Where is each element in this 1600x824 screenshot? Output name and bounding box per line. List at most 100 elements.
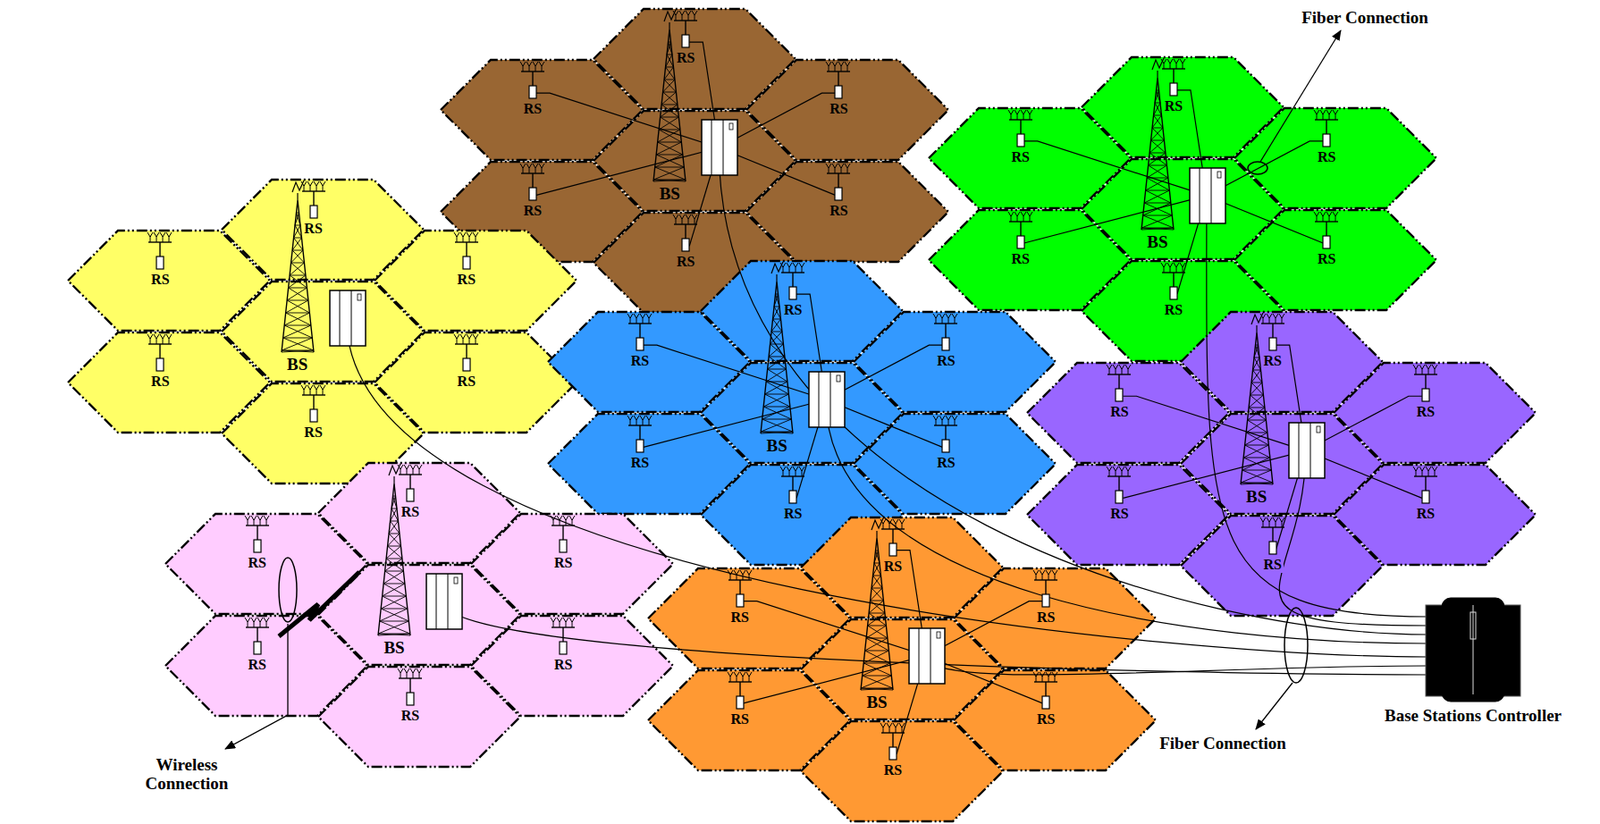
stroke	[1252, 370, 1262, 383]
stroke	[770, 331, 783, 345]
hex-cell	[1080, 158, 1285, 261]
antenna-element	[251, 617, 257, 623]
stroke	[767, 369, 788, 382]
antenna-element	[520, 61, 526, 67]
rs-label: RS	[399, 707, 422, 725]
stroke	[1251, 382, 1263, 384]
stroke	[383, 583, 405, 585]
antenna-element	[1313, 109, 1320, 115]
text-wrap: RS	[1414, 404, 1437, 421]
stroke	[1149, 151, 1166, 153]
antenna-element	[951, 415, 958, 421]
antenna-element	[1272, 313, 1279, 319]
stroke	[1244, 445, 1269, 447]
bs-label: BS	[381, 639, 406, 658]
stroke	[663, 79, 675, 93]
rs-cell: RS	[317, 665, 522, 768]
stroke	[563, 525, 565, 540]
text-wrap: RS	[1261, 353, 1283, 370]
signal-mark	[771, 261, 784, 274]
hex-outline	[800, 721, 1003, 822]
stroke	[1143, 214, 1173, 216]
stroke	[760, 431, 793, 434]
stroke	[1045, 580, 1047, 595]
text-wrap: RS	[1009, 149, 1031, 166]
stroke	[1248, 407, 1266, 421]
stroke	[892, 529, 893, 544]
stroke	[765, 394, 790, 396]
signal-mark	[1152, 58, 1164, 70]
rs-cell: RS	[373, 229, 578, 332]
bs-cell: BS	[220, 280, 425, 383]
antenna-element	[1112, 364, 1119, 370]
antenna-element	[633, 313, 640, 319]
antenna-element	[416, 668, 422, 674]
antenna-element	[1027, 109, 1033, 115]
antenna-element	[472, 334, 479, 339]
stroke	[863, 650, 889, 664]
stroke	[1240, 482, 1273, 484]
text-wrap: RS	[522, 101, 544, 118]
stroke	[393, 476, 395, 484]
antenna-element	[1027, 211, 1033, 217]
text-wrap: Fiber Connection	[1299, 8, 1431, 28]
antenna-element	[679, 214, 685, 219]
stroke	[296, 193, 298, 201]
rs-cell: RS	[1332, 463, 1537, 566]
text-wrap: RS	[1315, 251, 1338, 268]
antenna-element	[251, 515, 257, 521]
stroke	[768, 356, 785, 358]
leader-line	[1255, 682, 1293, 730]
antenna-element	[147, 232, 153, 237]
rs-cell: RS	[1080, 56, 1285, 159]
rs-label: RS	[1162, 98, 1185, 115]
antenna-element	[799, 262, 805, 268]
rs-label: RS	[782, 505, 804, 523]
cabinet-light	[454, 577, 458, 584]
stroke	[386, 558, 404, 572]
bs-cabinet	[1288, 422, 1325, 479]
stroke	[775, 294, 779, 295]
bs-label: BS	[1145, 233, 1170, 253]
relay-box	[682, 238, 690, 252]
stroke	[294, 212, 299, 226]
antenna-element	[685, 214, 691, 219]
stroke	[289, 262, 304, 276]
antenna-element	[1279, 313, 1285, 319]
stroke	[1019, 221, 1021, 236]
relay-box	[1170, 286, 1178, 300]
antenna-element	[825, 163, 832, 169]
stroke	[665, 67, 675, 80]
antenna-element	[746, 570, 752, 575]
rs-cell: RS	[1080, 260, 1285, 363]
stroke	[760, 431, 793, 434]
stroke	[286, 287, 307, 301]
rs-cell: RS	[317, 462, 522, 565]
bs-symbol	[592, 109, 797, 212]
antenna-element	[1419, 364, 1425, 370]
bs-label: BS	[657, 185, 683, 204]
stroke	[1271, 323, 1273, 338]
stroke	[818, 371, 820, 428]
stroke	[295, 211, 299, 213]
stroke	[1151, 140, 1166, 153]
controller-label: Base Stations Controller	[1382, 707, 1564, 726]
stroke	[1254, 357, 1261, 371]
antenna-element	[844, 163, 851, 169]
stroke	[657, 129, 681, 143]
stroke	[282, 325, 311, 338]
stroke	[663, 92, 677, 93]
callout-label: Wireless Connection	[128, 756, 245, 794]
relay-box	[1170, 83, 1178, 96]
stroke	[378, 633, 411, 636]
stroke	[1246, 432, 1269, 446]
rs-label: RS	[552, 656, 574, 674]
stroke	[762, 419, 793, 432]
rs-cell: RS	[439, 160, 644, 263]
stroke	[1309, 422, 1311, 479]
antenna-element	[1052, 570, 1058, 575]
stroke	[409, 474, 411, 489]
stroke	[390, 521, 399, 523]
stroke	[447, 573, 449, 630]
text-wrap: RS	[629, 454, 651, 472]
